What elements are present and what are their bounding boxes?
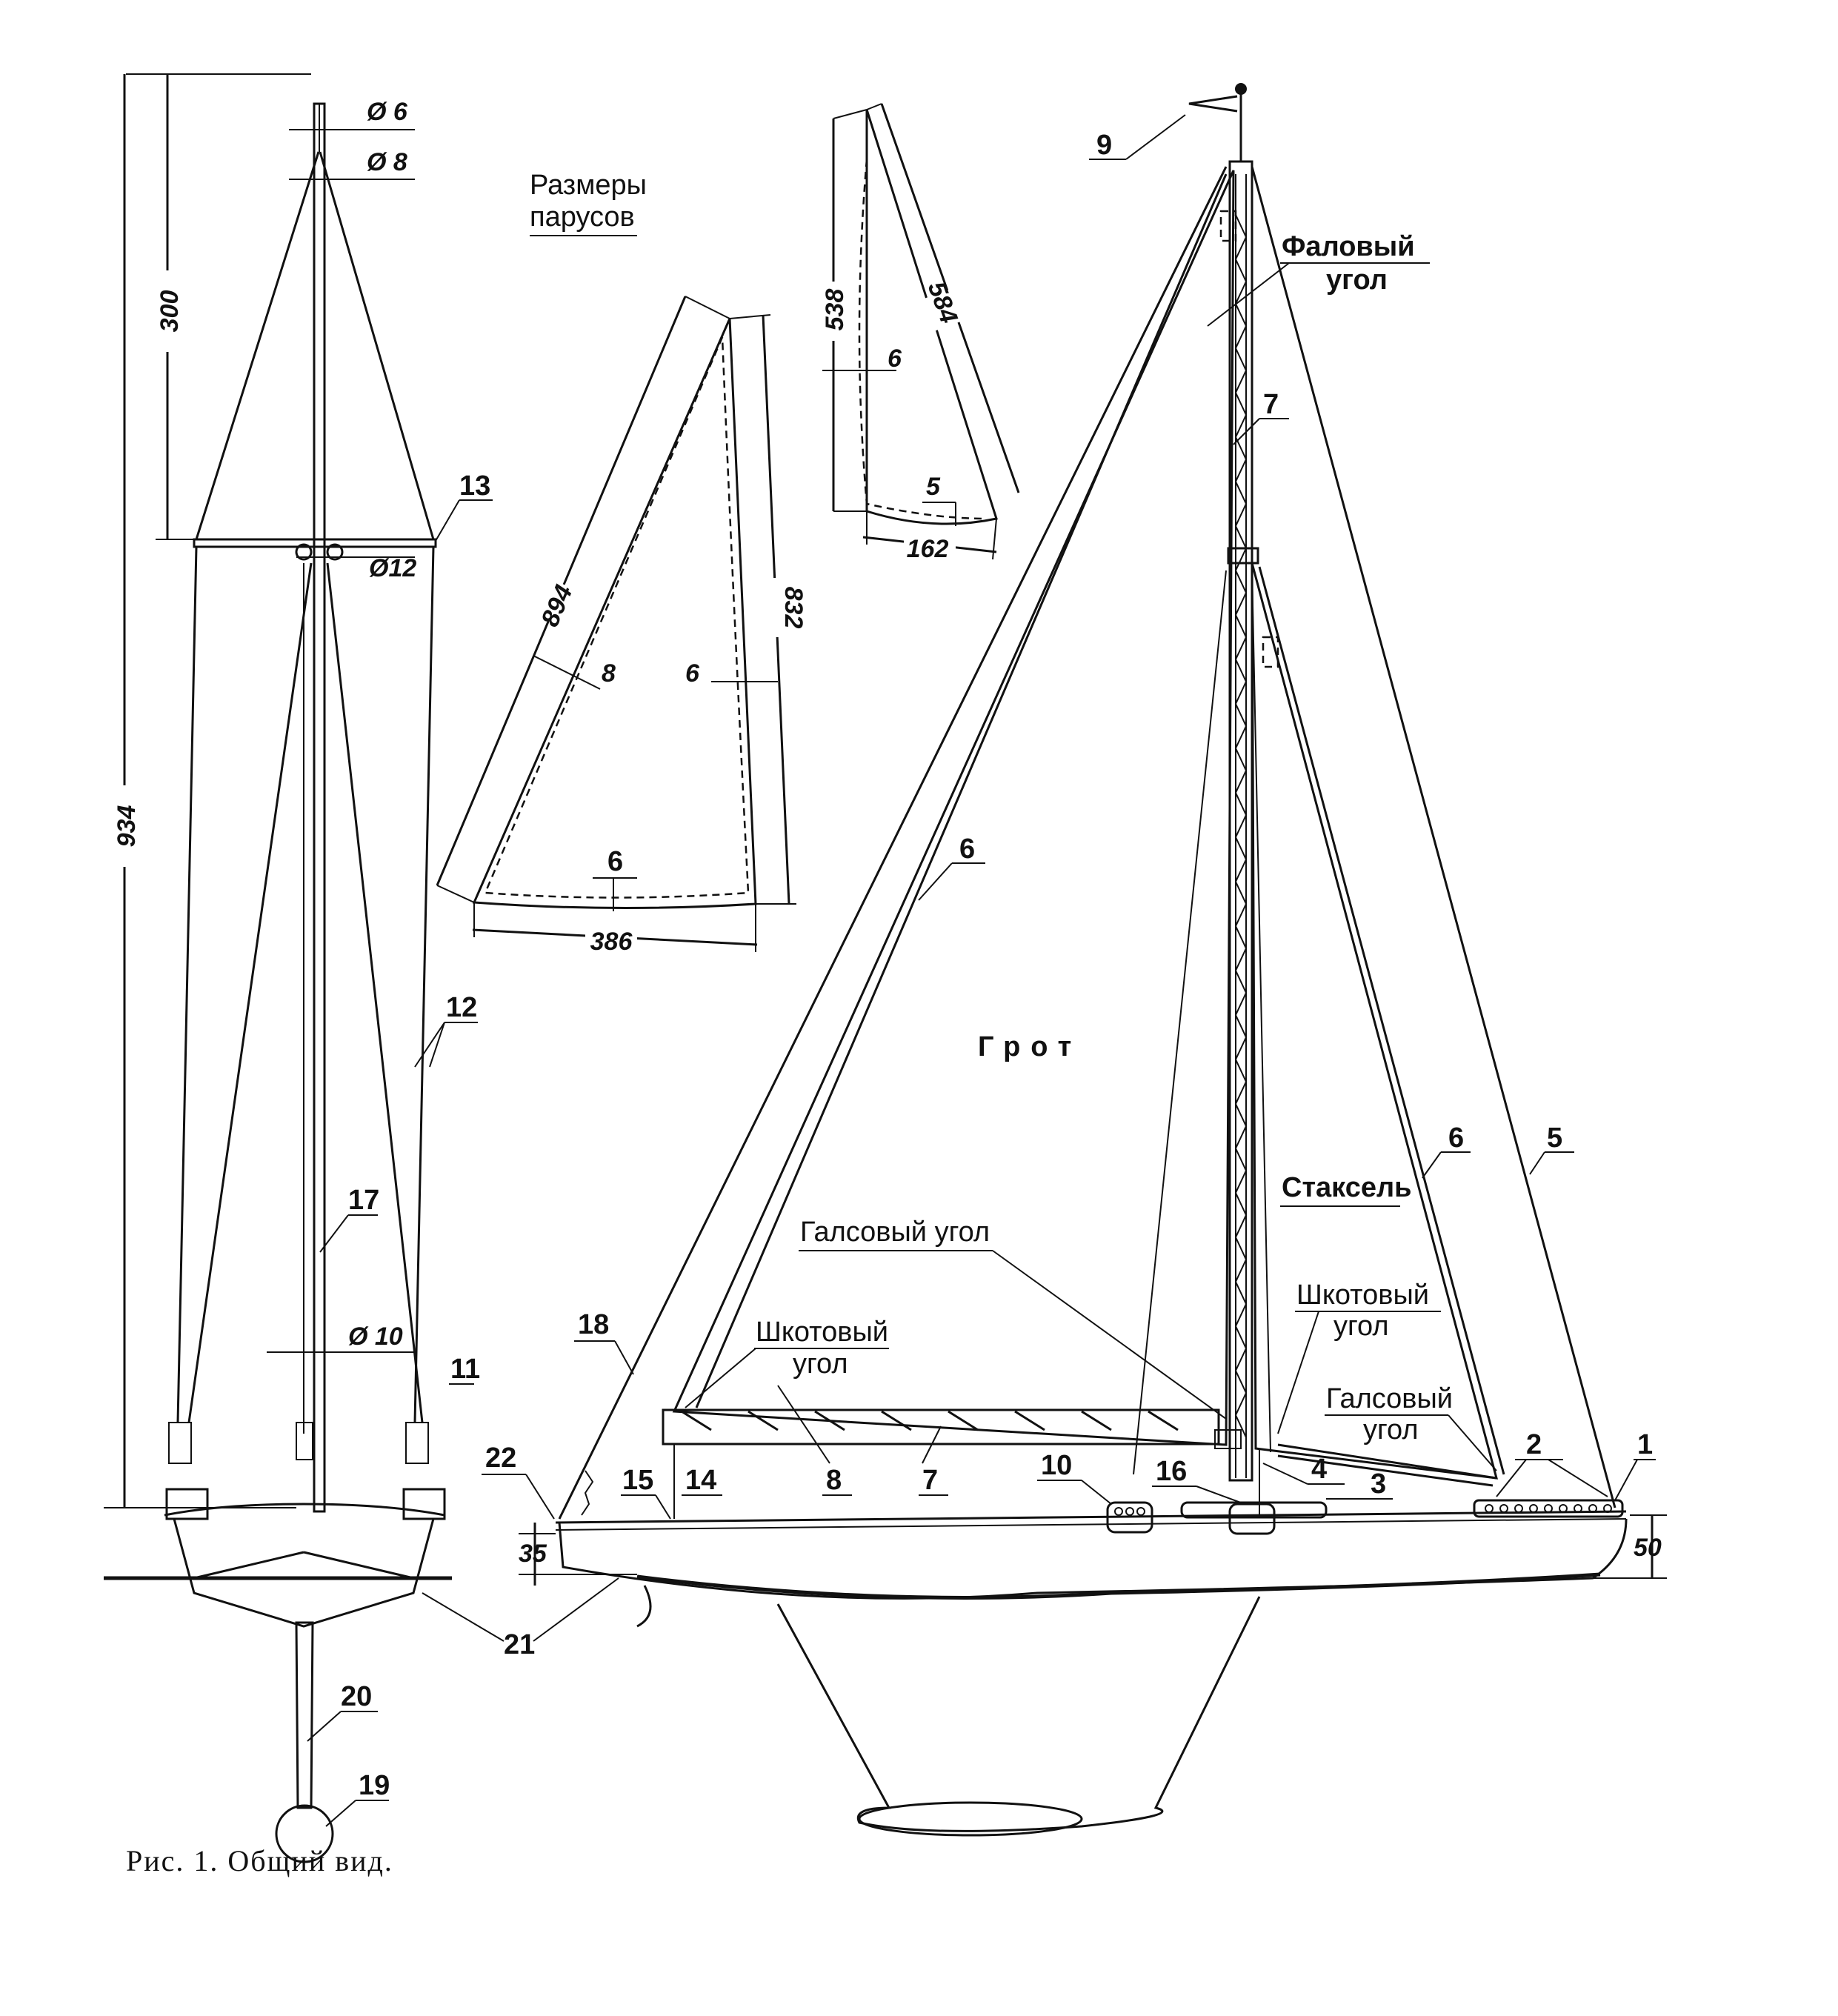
dim-dia-8: Ø 8 [367, 148, 407, 176]
masthead-pennant [1188, 95, 1238, 113]
callout-10: 10 [1041, 1450, 1072, 1481]
label-mainsail: Грот [978, 1031, 1082, 1062]
callout-17: 17 [348, 1185, 379, 1216]
staysail [1251, 562, 1499, 1480]
lower-shroud-right-inner [326, 562, 424, 1423]
dim-jib-luff: 538 [821, 289, 849, 331]
dim-mast-top: 300 [156, 290, 184, 333]
label-clew-jib-line1: Шкотовый [1296, 1280, 1429, 1311]
callout-19: 19 [359, 1770, 390, 1801]
callout-16: 16 [1156, 1456, 1187, 1487]
dim-freeboard-bow: 50 [1634, 1534, 1662, 1562]
sail-sizes-title-line1: Размеры [530, 170, 647, 201]
dim-main-leech: 832 [779, 587, 808, 629]
callout-4: 4 [1311, 1454, 1327, 1485]
callout-6a: 6 [959, 834, 975, 865]
lower-shroud-left-outer [176, 546, 198, 1423]
callout-22: 22 [485, 1443, 516, 1474]
callout-18: 18 [578, 1309, 609, 1340]
dim-main-leech-offset: 6 [685, 659, 700, 688]
dim-dia-10: Ø 10 [348, 1323, 403, 1351]
label-staysail: Стаксель [1282, 1172, 1411, 1203]
callout-20: 20 [341, 1681, 372, 1712]
keel-fin-side [776, 1596, 1261, 1832]
lower-shroud-left-inner [187, 562, 313, 1423]
deck-beam-front [164, 1503, 445, 1517]
sail-sizes: Размеры парусов 894 832 386 8 6 6 [436, 103, 1020, 956]
upper-shroud-left [195, 151, 320, 540]
callout-15: 15 [622, 1465, 653, 1496]
dim-jib-foot-offset: 5 [926, 473, 941, 501]
foot-lacing [681, 1410, 1179, 1431]
callout-3: 3 [1371, 1468, 1386, 1500]
callout-12: 12 [446, 992, 477, 1023]
label-peak-corner-line1: Фаловый [1282, 231, 1415, 262]
keel-bulb-side [858, 1801, 1083, 1837]
callout-5: 5 [1547, 1122, 1562, 1154]
callout-9: 9 [1096, 130, 1112, 161]
dim-main-foot-offset: 6 [607, 846, 623, 877]
upper-shroud-right [319, 151, 435, 540]
callout-7b: 7 [922, 1465, 938, 1496]
waterline-side [636, 1572, 1601, 1600]
jib-boom [1277, 1443, 1497, 1480]
mainsail-template [472, 318, 757, 910]
dim-main-luff-offset: 8 [602, 659, 616, 688]
callout-11: 11 [450, 1354, 480, 1385]
mast-front [313, 102, 326, 1513]
jib-template [865, 109, 998, 525]
boom [662, 1408, 1220, 1446]
side-view: 9 [482, 83, 1667, 1837]
spreader [193, 538, 437, 548]
label-clew-main-line2: угол [793, 1348, 848, 1380]
dim-jib-luff-offset: 6 [888, 345, 902, 373]
lower-shroud-right-outer [413, 546, 435, 1423]
mainsail-luff-rope [695, 173, 1228, 1408]
jib-halyard-block [1227, 547, 1259, 565]
mainsail [672, 170, 1235, 1446]
forestay [1251, 166, 1616, 1508]
dim-dia-12: Ø12 [369, 554, 416, 582]
turnbuckles-front [165, 1422, 446, 1520]
deck-line [555, 1510, 1627, 1524]
backstay [558, 166, 1228, 1520]
deck-fittings [1106, 1499, 1624, 1535]
label-tack-corner-main: Галсовый угол [800, 1217, 990, 1248]
label-tack-jib-line2: угол [1363, 1414, 1419, 1446]
dim-main-foot: 386 [590, 928, 633, 956]
sail-sizes-title-line2: парусов [530, 202, 635, 233]
keel-fin-front [295, 1621, 314, 1809]
dim-freeboard-stern: 35 [519, 1540, 547, 1568]
callout-2: 2 [1526, 1429, 1542, 1460]
callout-6b: 6 [1448, 1122, 1464, 1154]
dim-jib-foot: 162 [907, 535, 949, 563]
callout-21: 21 [504, 1629, 535, 1660]
label-clew-main-line1: Шкотовый [756, 1317, 888, 1348]
label-peak-corner-line2: угол [1326, 265, 1388, 296]
label-tack-jib-line1: Галсовый [1326, 1383, 1453, 1414]
luff-lacing [1234, 214, 1248, 1438]
callout-7a: 7 [1263, 389, 1279, 420]
main-sheet [1133, 570, 1227, 1475]
hull-section [173, 1518, 435, 1628]
callout-13: 13 [459, 470, 490, 502]
dim-mast-total: 934 [113, 805, 141, 848]
callout-14: 14 [685, 1465, 716, 1496]
callout-1: 1 [1637, 1429, 1653, 1460]
label-clew-jib-line2: угол [1333, 1311, 1389, 1342]
callout-8: 8 [826, 1465, 842, 1496]
staysail-luff [1258, 566, 1505, 1475]
figure-caption: Рис. 1. Общий вид. [126, 1844, 393, 1877]
ballast-bulb [275, 1804, 334, 1863]
dim-dia-6: Ø 6 [367, 98, 408, 126]
front-view: 300 934 Ø 6 Ø 8 Ø12 Ø 10 [104, 73, 619, 1863]
